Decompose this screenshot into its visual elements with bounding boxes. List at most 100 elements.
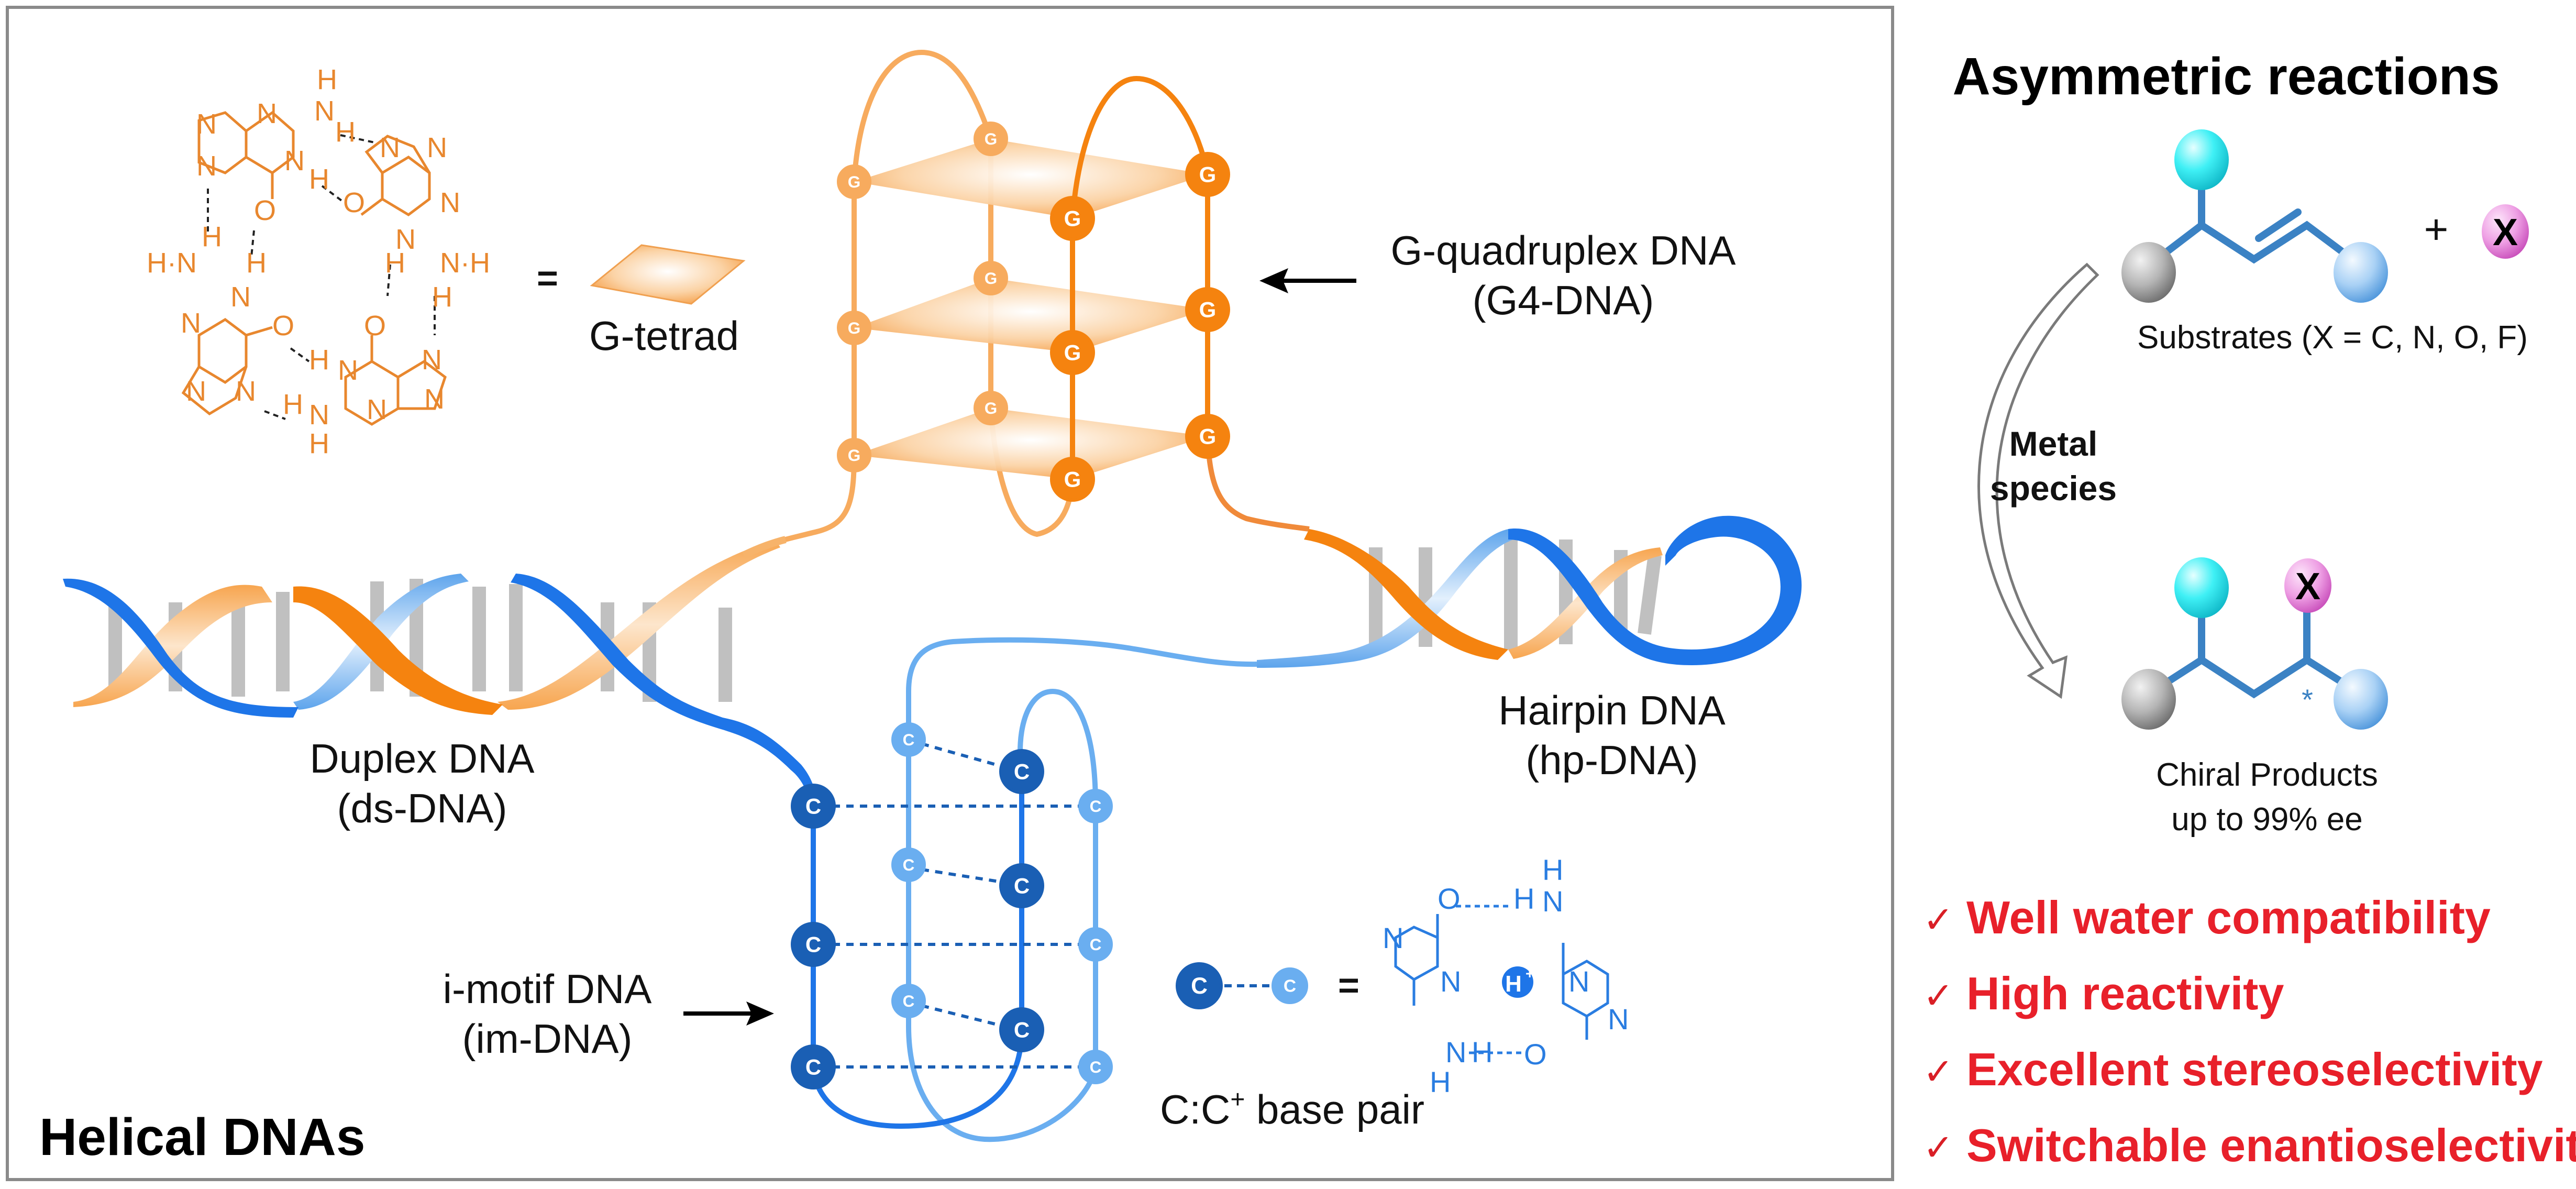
stereocenter-mark: * <box>2302 683 2313 716</box>
atom-label: H <box>246 247 267 279</box>
cytosine-base: C <box>1078 789 1113 823</box>
cyan-substituent-ball <box>2174 557 2229 618</box>
atom-label: N <box>314 95 335 127</box>
hairpin-label-line2: (hp-DNA) <box>1525 737 1698 783</box>
cytosine-base: C <box>1078 927 1113 962</box>
legend-cytosine-dark-circle <box>1176 962 1223 1009</box>
cc-pair-label: C:C+ base pair <box>1160 1086 1424 1132</box>
guanine-base: G <box>974 391 1008 425</box>
cytosine-base-letter: C <box>1090 935 1102 954</box>
atom-label: N <box>1383 921 1403 954</box>
feature-text: High reactivity <box>1966 967 2284 1019</box>
atom-label: O <box>272 310 294 342</box>
guanine-base-circle <box>1050 330 1095 375</box>
guanine-base-letter: G <box>985 129 998 148</box>
imotif-pointer-arrowhead <box>746 1001 774 1026</box>
atom-label: N <box>181 307 201 339</box>
legend-cytosine-dark: C <box>1176 962 1223 1009</box>
catalyst-label-line1: Metal <box>2009 424 2098 463</box>
gray-substituent-ball <box>2121 242 2176 303</box>
legend-cytosine-light-circle <box>1272 967 1308 1004</box>
cytosine-base: C <box>891 984 926 1018</box>
cytosine-base-letter: C <box>903 730 915 749</box>
guanine-base-letter: G <box>848 172 861 191</box>
guanine-base-letter: G <box>1064 467 1081 491</box>
atom-label: N <box>186 376 206 407</box>
cc-pair-equals: = <box>1338 965 1359 1006</box>
g4-label-line1: G-quadruplex DNA <box>1391 227 1736 273</box>
substrate-molecule <box>2121 129 2388 303</box>
atom-label: N <box>236 376 256 407</box>
catalyst-label-line2: species <box>1990 469 2117 508</box>
atom-label: H <box>1542 853 1563 886</box>
atom-label: N <box>380 132 400 163</box>
guanine-base-circle <box>1050 457 1095 502</box>
check-icon: ✓ <box>1923 975 1954 1016</box>
g-tetrad-atoms: H N N N N N H N N H O N O H N H·N H H N·… <box>147 64 490 459</box>
cytosine-base-circle <box>1078 927 1113 962</box>
cytosine-base-letter: C <box>1090 797 1102 816</box>
guanine-base-circle <box>837 438 871 472</box>
g-tetrad-plates <box>854 139 1208 479</box>
cytosine-base: C <box>791 784 836 829</box>
atom-label: N <box>424 383 445 415</box>
cytosine-base-circle <box>1078 789 1113 823</box>
feature-item: ✓ Well water compatibility <box>1923 891 2491 943</box>
atom-label: N <box>440 187 460 218</box>
atom-label: N <box>257 98 277 129</box>
atom-label: N <box>309 399 329 431</box>
hairpin-label-line1: Hairpin DNA <box>1498 687 1725 733</box>
guanine-base: G <box>1050 457 1095 502</box>
substrates-label: Substrates (X = C, N, O, F) <box>2137 320 2528 356</box>
cytosine-base: C <box>791 1044 836 1089</box>
cytosine-base-letter: C <box>805 794 821 818</box>
guanine-base-circle <box>974 391 1008 425</box>
guanine-base-circle <box>1185 414 1230 459</box>
guanine-base-circle <box>837 164 871 199</box>
asymmetric-reactions-title: Asymmetric reactions <box>1953 47 2500 106</box>
cytosine-base-letter: C <box>805 932 821 956</box>
cytosine-base-circle <box>891 847 926 882</box>
feature-text: Excellent stereoselectivity <box>1966 1043 2543 1095</box>
guanine-base-letter: G <box>1199 162 1217 186</box>
g4-pointer-arrowhead <box>1259 268 1288 293</box>
imotif-label-line2: (im-DNA) <box>462 1016 633 1062</box>
guanine-base-circle <box>1185 287 1230 332</box>
atom-label: N <box>338 355 358 386</box>
atom-label: H <box>283 389 303 420</box>
feature-checklist: ✓ Well water compatibility ✓ High reacti… <box>1923 891 2576 1171</box>
cytosine-base: C <box>999 863 1044 908</box>
x-nucleophile-label: X <box>2493 212 2518 254</box>
atom-label: H <box>335 116 356 148</box>
check-icon: ✓ <box>1923 1051 1954 1092</box>
cc-pair-label-sup: + <box>1230 1086 1245 1114</box>
atom-label: O <box>364 310 386 342</box>
duplex-label-line2: (ds-DNA) <box>337 785 507 831</box>
proton-badge <box>1502 966 1533 998</box>
cyan-substituent-ball <box>2174 129 2229 190</box>
atom-label: N <box>1608 1003 1629 1036</box>
cc-pair-structure: H + O H N H N N N N N H O H <box>1383 853 1629 1098</box>
atom-label: O <box>254 195 276 226</box>
atom-label: H·N <box>147 247 197 279</box>
guanine-base-circle <box>974 122 1008 156</box>
duplex-label-line1: Duplex DNA <box>309 735 534 781</box>
atom-label: N <box>395 224 416 255</box>
feature-item: ✓ Switchable enantioselectivity <box>1923 1119 2576 1171</box>
products-label-line1: Chiral Products <box>2156 757 2378 793</box>
guanine-base: G <box>1185 152 1230 197</box>
blue-substituent-ball <box>2334 669 2388 730</box>
guanine-base: G <box>837 438 871 472</box>
feature-item: ✓ Excellent stereoselectivity <box>1923 1043 2543 1095</box>
cytosine-base-letter: C <box>1014 873 1030 898</box>
guanine-base-letter: G <box>1064 340 1081 365</box>
legend-cytosine-light-letter: C <box>1284 977 1296 996</box>
blue-substituent-ball <box>2334 242 2388 303</box>
imotif-label-line1: i-motif DNA <box>443 966 652 1012</box>
atom-label: N <box>367 394 387 425</box>
atom-label: N·H <box>440 247 490 279</box>
legend-cytosine-light: C <box>1272 967 1308 1004</box>
atom-label: O <box>1524 1038 1547 1071</box>
atom-label: N <box>230 281 251 313</box>
